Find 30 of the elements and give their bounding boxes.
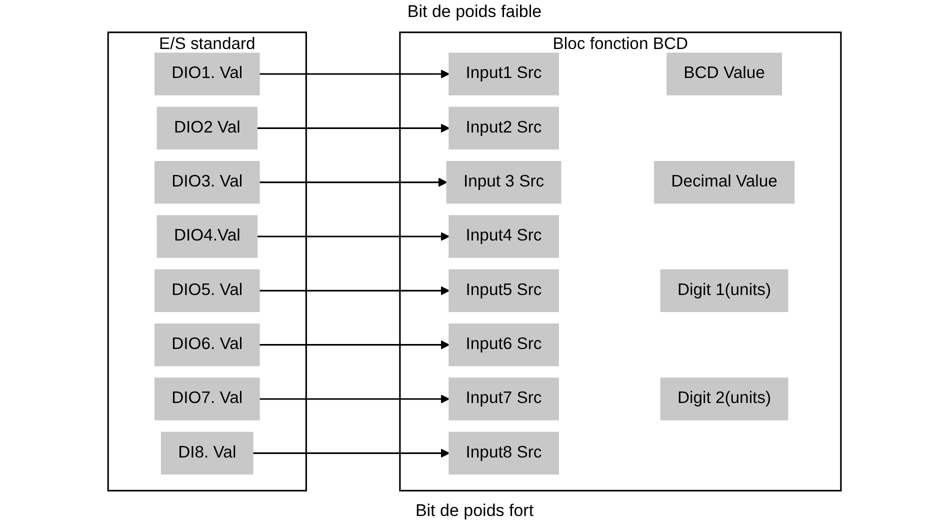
node-box: Digit 1(units): [660, 269, 788, 312]
node-box: DI8. Val: [160, 432, 254, 475]
node-box: Input4 Src: [448, 215, 559, 258]
node-box: Input6 Src: [448, 323, 559, 366]
arrow: [257, 124, 450, 133]
node-box: DIO6. Val: [154, 323, 260, 366]
node-box: BCD Value: [666, 52, 782, 96]
node-box: DIO5. Val: [154, 269, 260, 312]
node-box: Input8 Src: [448, 432, 559, 475]
node-box: DIO3. Val: [154, 160, 260, 204]
node-box: Input5 Src: [448, 269, 559, 312]
node-box: DIO4.Val: [156, 215, 258, 258]
node-box: Input2 Src: [448, 106, 559, 150]
node-box: Input 3 Src: [446, 160, 562, 204]
arrow: [259, 69, 450, 79]
node-box: Input7 Src: [448, 378, 559, 420]
arrow: [257, 232, 450, 242]
node-box: DIO1. Val: [154, 52, 260, 96]
node-box: Decimal Value: [654, 160, 795, 204]
node-box: DIO7. Val: [154, 378, 260, 420]
arrow: [259, 340, 450, 350]
arrow: [252, 448, 450, 458]
node-box: DIO2 Val: [156, 106, 258, 150]
node-box: Input1 Src: [448, 52, 559, 96]
arrow: [259, 394, 450, 404]
note-text: Bit de poids fort: [415, 500, 534, 522]
arrow: [259, 178, 448, 187]
arrow: [259, 286, 450, 296]
note-text: Bit de poids faible: [407, 1, 542, 23]
node-box: Digit 2(units): [660, 378, 788, 420]
